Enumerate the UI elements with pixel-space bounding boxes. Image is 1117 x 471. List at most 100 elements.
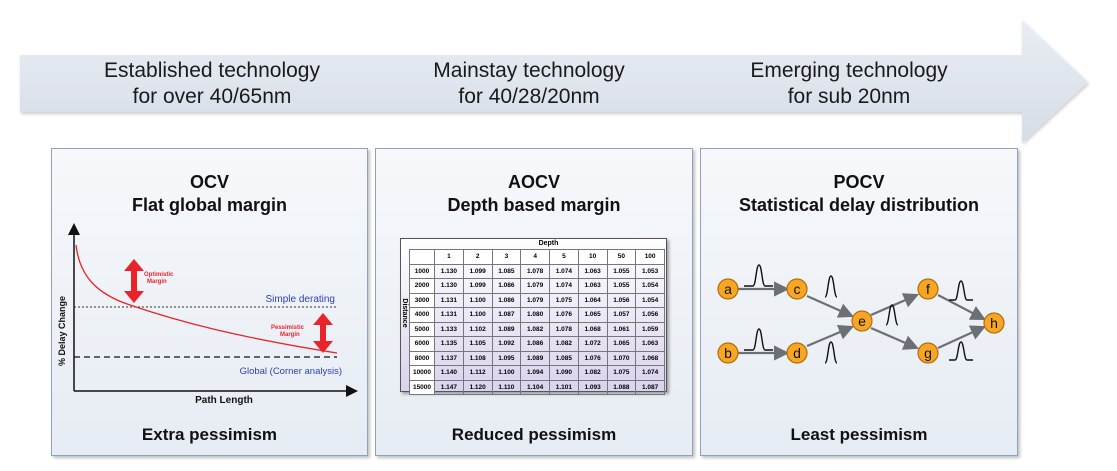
- aocv-value-cell: 1.061: [606, 321, 637, 337]
- aocv-depth-header: 4: [520, 249, 550, 265]
- pocv-panel: POCV Statistical delay distribution: [700, 148, 1018, 456]
- timeline-stage-line2: for sub 20nm: [787, 85, 911, 108]
- aocv-distance-cell: 4000: [409, 307, 435, 323]
- aocv-value-cell: 1.086: [491, 292, 522, 308]
- aocv-value-cell: 1.063: [635, 336, 665, 352]
- aocv-value-cell: 1.085: [549, 350, 579, 366]
- aocv-value-cell: 1.079: [520, 292, 550, 308]
- pocv-subtitle: Statistical delay distribution: [738, 195, 980, 215]
- svg-text:d: d: [793, 345, 801, 361]
- aocv-distance-cell: 8000: [409, 350, 435, 366]
- aocv-value-cell: 1.072: [577, 336, 608, 352]
- aocv-value-cell: 1.089: [491, 321, 522, 337]
- aocv-distance-cell: 5000: [409, 321, 435, 337]
- aocv-value-cell: 1.054: [635, 292, 665, 308]
- aocv-value-cell: 1.131: [434, 307, 464, 323]
- aocv-value-cell: 1.133: [434, 321, 464, 337]
- aocv-value-cell: 1.075: [549, 292, 579, 308]
- aocv-value-cell: 1.078: [549, 321, 579, 337]
- aocv-value-cell: 1.101: [549, 379, 579, 395]
- aocv-value-cell: 1.075: [606, 365, 637, 381]
- aocv-depth-header: 100: [635, 249, 665, 265]
- ocv-footer: Extra pessimism: [141, 425, 278, 444]
- aocv-distance-cell: 1000: [409, 263, 435, 279]
- aocv-value-cell: 1.054: [635, 278, 665, 294]
- node-a: a: [717, 278, 739, 300]
- aocv-value-cell: 1.120: [462, 379, 493, 395]
- distribution-icon: [824, 341, 838, 364]
- aocv-value-cell: 1.068: [635, 350, 665, 366]
- aocv-value-cell: 1.063: [577, 263, 608, 279]
- node-g: g: [917, 342, 939, 364]
- aocv-value-cell: 1.147: [434, 379, 464, 395]
- aocv-corner-cell: [409, 249, 435, 265]
- timeline-stage-established: Established technology for over 40/65nm: [62, 58, 362, 110]
- aocv-value-cell: 1.068: [577, 321, 608, 337]
- aocv-value-cell: 1.137: [434, 350, 464, 366]
- pocv-edges: [738, 281, 987, 361]
- aocv-value-cell: 1.065: [577, 307, 608, 323]
- aocv-value-cell: 1.100: [491, 365, 522, 381]
- aocv-value-cell: 1.090: [549, 365, 579, 381]
- aocv-value-cell: 1.059: [635, 321, 665, 337]
- ocv-x-label: Path Length: [195, 395, 253, 406]
- aocv-value-cell: 1.082: [520, 321, 550, 337]
- timeline-stage-mainstay: Mainstay technology for 40/28/20nm: [379, 58, 679, 110]
- aocv-value-cell: 1.087: [635, 379, 665, 395]
- pessimistic-margin-arrow: [313, 313, 333, 353]
- aocv-distance-cell: 10000: [409, 365, 435, 381]
- svg-text:f: f: [926, 281, 930, 297]
- aocv-value-cell: 1.082: [549, 336, 579, 352]
- distribution-icon: [744, 328, 773, 351]
- timeline-stage-line2: for 40/28/20nm: [458, 85, 600, 108]
- aocv-value-cell: 1.110: [491, 379, 522, 395]
- aocv-value-cell: 1.105: [462, 336, 493, 352]
- ocv-title: OCV: [189, 172, 229, 192]
- svg-text:c: c: [794, 281, 801, 297]
- aocv-value-cell: 1.100: [462, 292, 493, 308]
- svg-text:g: g: [924, 345, 932, 361]
- aocv-value-cell: 1.087: [491, 307, 522, 323]
- node-e: e: [851, 310, 873, 332]
- aocv-value-cell: 1.140: [434, 365, 464, 381]
- node-d: d: [786, 342, 808, 364]
- aocv-value-cell: 1.135: [434, 336, 464, 352]
- simple-derating-label: Simple derating: [266, 294, 335, 305]
- aocv-value-cell: 1.099: [462, 263, 493, 279]
- aocv-value-cell: 1.092: [491, 336, 522, 352]
- node-b: b: [717, 342, 739, 364]
- aocv-value-cell: 1.095: [491, 350, 522, 366]
- timeline-stage-emerging: Emerging technology for sub 20nm: [699, 58, 999, 110]
- aocv-depth-header: 3: [491, 249, 522, 265]
- aocv-title: AOCV: [507, 172, 560, 192]
- delay-change-curve: [75, 244, 338, 354]
- edge-e-f: [870, 293, 920, 317]
- svg-text:a: a: [724, 281, 732, 297]
- aocv-value-cell: 1.085: [491, 263, 522, 279]
- aocv-value-cell: 1.086: [491, 278, 522, 294]
- aocv-depth-header: 5: [549, 249, 579, 265]
- aocv-value-cell: 1.063: [577, 278, 608, 294]
- pessimistic-margin-label: Pessimistic Margin: [271, 325, 306, 338]
- pocv-nodes: a b c d e: [717, 278, 1005, 364]
- pocv-distributions: [744, 264, 973, 364]
- aocv-value-cell: 1.130: [434, 263, 464, 279]
- aocv-value-cell: 1.082: [577, 365, 608, 381]
- timeline-stage-line1: Established technology: [104, 59, 320, 82]
- aocv-value-cell: 1.064: [577, 292, 608, 308]
- svg-text:b: b: [724, 345, 732, 361]
- aocv-value-cell: 1.112: [462, 365, 493, 381]
- timeline-stage-line1: Mainstay technology: [433, 59, 625, 82]
- edge-e-g: [870, 326, 920, 350]
- timeline-arrow: [20, 20, 1088, 143]
- aocv-value-cell: 1.076: [577, 350, 608, 366]
- aocv-value-cell: 1.065: [606, 336, 637, 352]
- timeline-arrow-shape: [20, 20, 1088, 143]
- aocv-depth-header: 50: [606, 249, 637, 265]
- aocv-value-cell: 1.056: [635, 307, 665, 323]
